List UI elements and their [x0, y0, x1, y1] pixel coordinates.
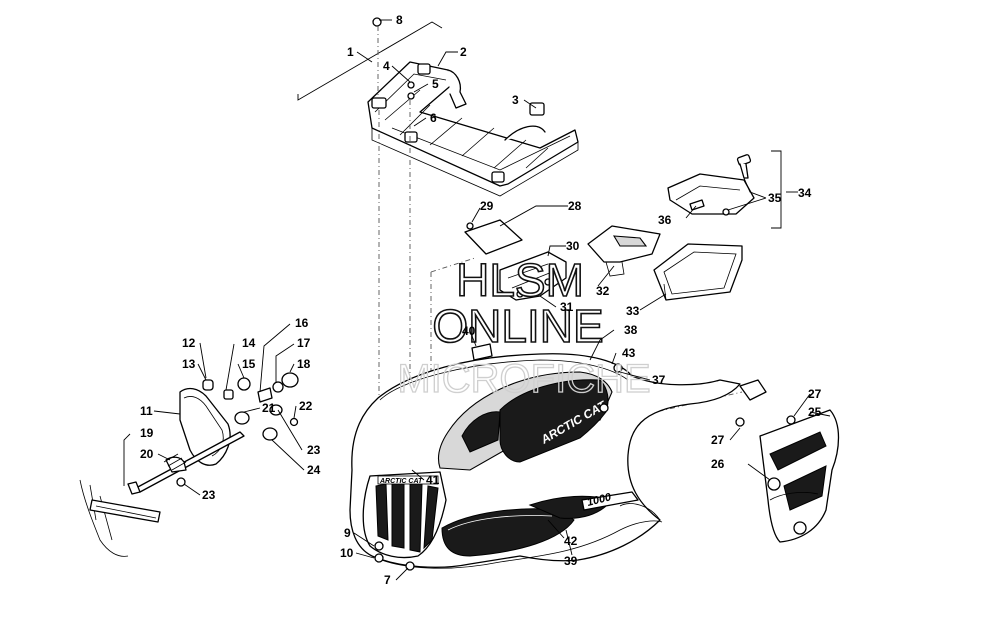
callout-22: 22 — [299, 399, 313, 413]
callout-26: 26 — [711, 457, 725, 471]
callout-39: 39 — [564, 554, 578, 568]
callout-29: 29 — [480, 199, 494, 213]
side-panel-assembly — [735, 379, 840, 543]
callout-8: 8 — [396, 13, 403, 27]
callout-12: 12 — [182, 336, 196, 350]
callout-27a: 27 — [808, 387, 822, 401]
watermark-line-3: MICROFICHE — [397, 357, 650, 401]
callout-37: 37 — [652, 373, 666, 387]
grille-badge: ARCTIC CAT — [379, 478, 423, 485]
callout-13: 13 — [182, 357, 196, 371]
watermark: HLSM ONLINE MICROFICHE — [397, 253, 652, 401]
callout-10: 10 — [340, 546, 354, 560]
front-fender-body: ARCTIC CAT ARCTIC CAT 1000 — [349, 343, 741, 571]
callout-14: 14 — [242, 336, 256, 350]
callout-6: 6 — [430, 111, 437, 125]
callout-23a: 23 — [307, 443, 321, 457]
callout-36: 36 — [658, 213, 672, 227]
callout-15: 15 — [242, 357, 256, 371]
callout-24: 24 — [307, 463, 321, 477]
callout-31: 31 — [560, 300, 574, 314]
callout-4: 4 — [383, 59, 390, 73]
callout-32: 32 — [596, 284, 610, 298]
callout-40: 40 — [462, 324, 476, 338]
callout-27b: 27 — [711, 433, 725, 447]
callout-38: 38 — [624, 323, 638, 337]
callout-16: 16 — [295, 316, 309, 330]
front-rack-assembly — [297, 17, 579, 197]
callout-35: 35 — [768, 191, 782, 205]
callout-28: 28 — [568, 199, 582, 213]
callout-21: 21 — [262, 401, 276, 415]
model-decal: 1000 — [586, 491, 614, 509]
headlight-assembly — [79, 372, 299, 557]
watermark-line-1: HLSM — [456, 254, 584, 306]
callout-23b: 23 — [202, 488, 216, 502]
callout-11: 11 — [140, 404, 153, 418]
callout-9: 9 — [344, 526, 351, 540]
leader-lines — [123, 19, 831, 581]
callout-1: 1 — [347, 45, 354, 59]
watermark-line-2: ONLINE — [432, 300, 603, 352]
callout-17: 17 — [297, 336, 311, 350]
callout-30: 30 — [566, 239, 580, 253]
callout-5: 5 — [432, 77, 439, 91]
callout-33: 33 — [626, 304, 640, 318]
callout-43: 43 — [622, 346, 636, 360]
callout-labels: 1 2 3 4 5 6 7 8 9 10 11 12 13 14 15 16 1… — [140, 13, 822, 587]
callout-34: 34 — [798, 186, 812, 200]
callout-19: 19 — [140, 426, 154, 440]
storage-components — [464, 150, 782, 301]
callout-18: 18 — [297, 357, 311, 371]
callout-25: 25 — [808, 405, 822, 419]
callout-20: 20 — [140, 447, 154, 461]
callout-2: 2 — [460, 45, 467, 59]
callout-41: 41 — [426, 473, 440, 487]
callout-3: 3 — [512, 93, 519, 107]
callout-7: 7 — [384, 573, 391, 587]
callout-42: 42 — [564, 534, 578, 548]
